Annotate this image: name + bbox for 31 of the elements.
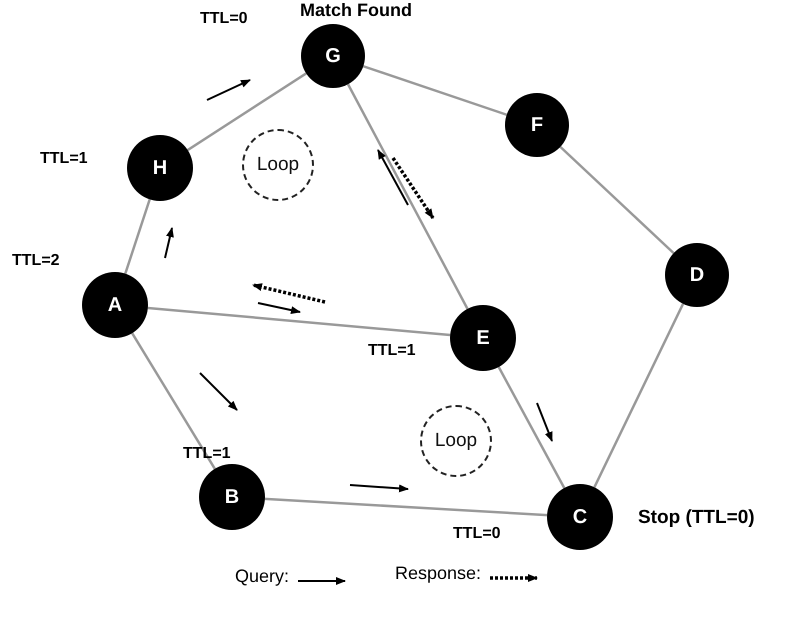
node-label: B bbox=[224, 486, 240, 508]
connector-line bbox=[593, 303, 684, 488]
node-caption: TTL=1 bbox=[40, 150, 88, 168]
connector-line bbox=[362, 65, 508, 116]
node-caption: TTL=1 bbox=[368, 342, 416, 360]
node-circle bbox=[665, 243, 729, 307]
node-label: C bbox=[572, 506, 588, 528]
node-label: Loop bbox=[256, 154, 300, 176]
node-caption: TTL=1 bbox=[183, 445, 231, 463]
node-caption: TTL=2 bbox=[12, 252, 60, 270]
node-label: H bbox=[152, 156, 168, 180]
connector-line bbox=[148, 306, 450, 336]
node-caption: TTL=0 bbox=[453, 525, 501, 543]
node-caption: Stop (TTL=0) bbox=[638, 507, 755, 529]
connector-line bbox=[264, 498, 548, 516]
node-caption: TTL=0 bbox=[200, 10, 248, 28]
connector-line bbox=[187, 72, 307, 152]
node-caption: Match Found bbox=[300, 0, 412, 21]
node-label: E bbox=[476, 326, 490, 350]
connector-line bbox=[498, 366, 566, 489]
node-label: A bbox=[108, 294, 122, 316]
node-label: Loop bbox=[434, 430, 478, 452]
connector-line bbox=[124, 198, 151, 274]
connector-line bbox=[346, 84, 469, 310]
legend-label: Query: bbox=[235, 566, 290, 587]
connector-line bbox=[560, 146, 674, 254]
node-label: F bbox=[530, 114, 544, 136]
node-label: G bbox=[325, 44, 341, 68]
legend-label: Response: bbox=[395, 563, 482, 584]
connector-line bbox=[131, 332, 216, 470]
node-label: D bbox=[690, 264, 704, 286]
